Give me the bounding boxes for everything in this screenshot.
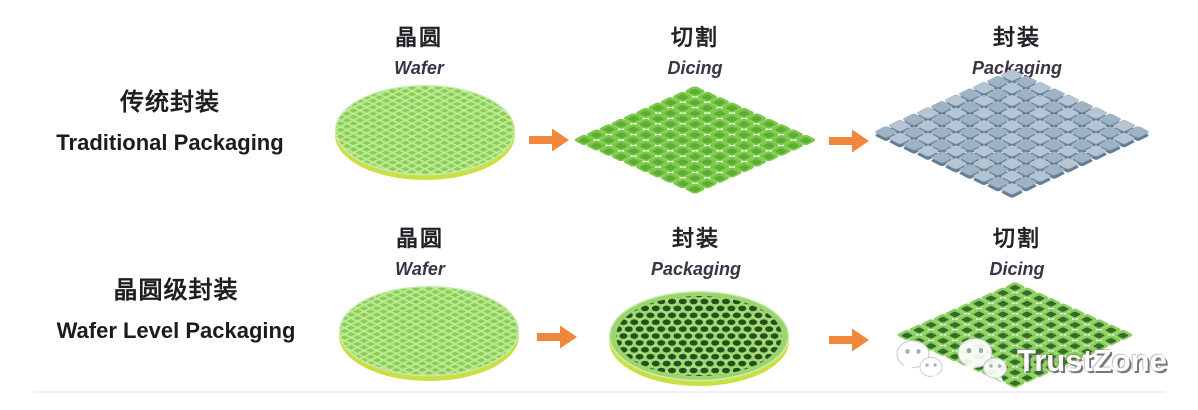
step-label-cn: 封装 [992, 25, 1041, 50]
green-wafer-image [338, 285, 520, 381]
step-header-r2-packaging: 封装 Packaging [596, 221, 796, 280]
watermark: TrustZone [893, 334, 1167, 388]
step-header-r1-dicing: 切割 Dicing [595, 20, 795, 79]
row-label-traditional-en: Traditional Packaging [56, 130, 284, 155]
row-label-wafer-level-cn: 晶圆级封装 [113, 277, 239, 304]
step-label-en: Packaging [650, 259, 742, 279]
step-header-r2-wafer: 晶圆 Wafer [320, 221, 520, 280]
step-label-cn: 晶圆 [395, 226, 444, 251]
row-label-traditional-cn: 传统封装 [120, 89, 220, 116]
step-label-cn: 切割 [670, 25, 719, 50]
row-label-wafer-level: 晶圆级封装 Wafer Level Packaging [45, 270, 307, 344]
step-label-en: Packaging [971, 58, 1063, 78]
row-label-wafer-level-en: Wafer Level Packaging [56, 318, 296, 343]
watermark-text: TrustZone [1017, 343, 1167, 378]
step-label-cn: 切割 [992, 226, 1041, 251]
bottom-divider [32, 391, 1166, 393]
row-label-traditional: 传统封装 Traditional Packaging [40, 82, 300, 156]
arrow-right-icon [529, 128, 569, 152]
arrow-right-icon [537, 325, 577, 349]
step-header-r1-wafer: 晶圆 Wafer [319, 20, 519, 79]
step-label-en: Dicing [667, 58, 723, 78]
arrow-right-icon [829, 328, 869, 352]
wechat-bubbles-icon [896, 338, 1007, 384]
step-label-en: Wafer [394, 58, 444, 78]
diced-green-dies-image [574, 86, 816, 194]
step-header-r2-dicing: 切割 Dicing [917, 221, 1117, 280]
step-label-cn: 晶圆 [394, 25, 443, 50]
packaged-blue-chips-image [875, 69, 1149, 198]
step-header-r1-packaging: 封装 Packaging [917, 20, 1117, 79]
arrow-right-icon [829, 129, 869, 153]
step-label-cn: 封装 [671, 226, 720, 251]
bumped-wafer-image [608, 290, 790, 386]
green-wafer-image [334, 84, 516, 180]
step-label-en: Dicing [989, 259, 1045, 279]
step-label-en: Wafer [395, 259, 445, 279]
